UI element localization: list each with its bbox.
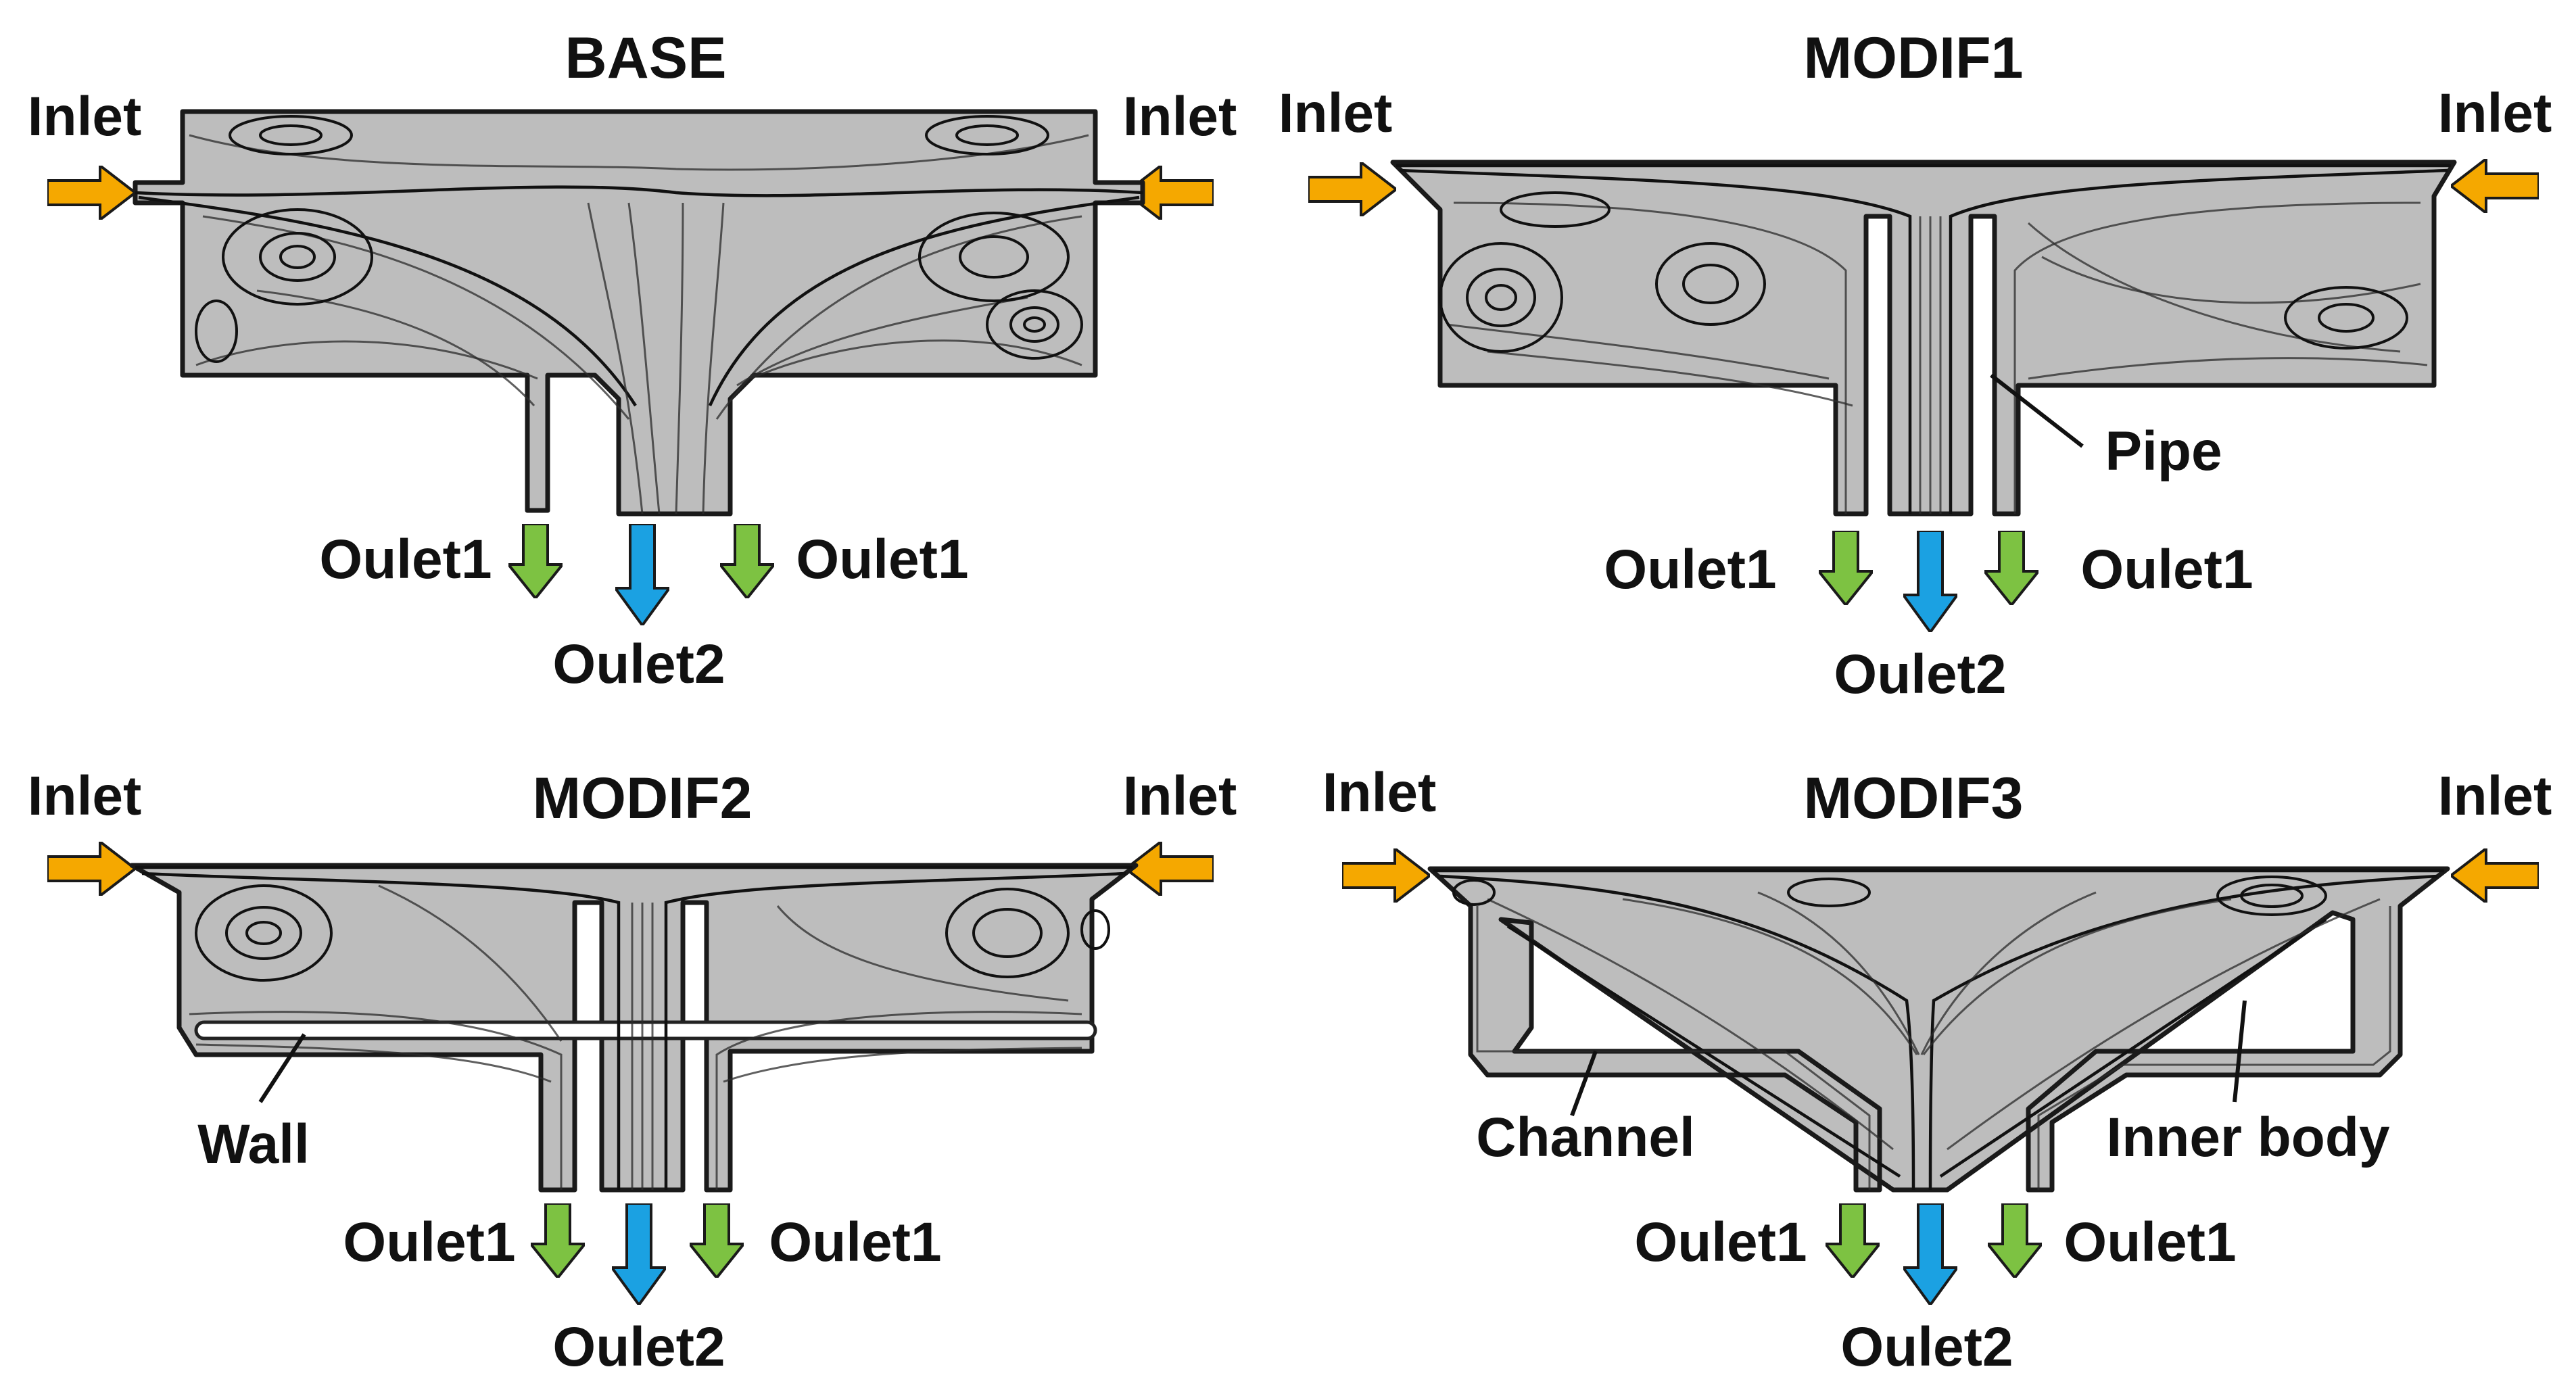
panel-title: MODIF2 (533, 766, 753, 831)
modif1-geometry (1390, 160, 2457, 517)
outlet2-arrow-icon (1903, 1203, 1957, 1305)
outlet1-arrow-right-icon (690, 1203, 744, 1278)
base-vortices (195, 115, 1083, 363)
outlet1-label-left: Oulet1 (1634, 1212, 1807, 1273)
channel-callout: Channel (1476, 1107, 1694, 1168)
outlet1-arrow-right-icon (720, 524, 774, 598)
inlet-label-right: Inlet (2438, 765, 2552, 827)
modif3-streamlines (1433, 869, 2444, 1191)
outlet2-label: Oulet2 (552, 633, 725, 695)
channel-leader-line (1570, 1050, 1598, 1117)
inlet-label-left: Inlet (1279, 82, 1393, 144)
outlet1-arrow-left-icon (508, 524, 563, 598)
inlet-label-left: Inlet (1322, 762, 1437, 823)
inlet-arrow-right-icon (1308, 162, 1396, 216)
panel-modif1: MODIF1 Inlet Inlet Pipe (1279, 26, 2552, 705)
outlet1-arrow-left-icon (531, 1203, 585, 1278)
outlet1-label-right: Oulet1 (2080, 539, 2253, 600)
inlet-arrow-right-icon (47, 842, 135, 896)
inner-body-callout: Inner body (2106, 1107, 2390, 1168)
panel-title: MODIF1 (1804, 26, 2024, 91)
wall-insert (194, 1020, 1097, 1040)
outlet2-label: Oulet2 (1840, 1316, 2013, 1378)
panel-title: BASE (565, 26, 727, 91)
outlet2-arrow-icon (612, 1203, 666, 1305)
panel-modif2: MODIF2 Inlet Inlet Wall Oulet1 (28, 765, 1237, 1378)
inner-body-leader-line (2233, 1000, 2247, 1103)
outlet2-label: Oulet2 (552, 1316, 725, 1378)
inlet-arrow-right-icon (1342, 848, 1430, 903)
wall-leader-line (258, 1033, 306, 1103)
inlet-label-right: Inlet (1123, 86, 1237, 147)
outlet1-arrow-right-icon (1988, 1203, 2042, 1278)
inlet-label-right: Inlet (2438, 82, 2552, 144)
inlet-arrow-left-icon (2451, 159, 2539, 213)
outlet1-label-right: Oulet1 (2064, 1212, 2236, 1273)
modif3-vortices (1452, 876, 2327, 916)
inlet-label-right: Inlet (1123, 765, 1237, 827)
panel-title: MODIF3 (1804, 766, 2024, 831)
modif3-geometry (1427, 866, 2450, 1193)
inlet-label-left: Inlet (28, 86, 142, 147)
inlet-arrow-right-icon (47, 166, 135, 220)
modif1-streamlines (1396, 164, 2451, 514)
outlet1-label-left: Oulet1 (1604, 539, 1776, 600)
base-geometry (133, 109, 1145, 517)
panel-base: BASE Inlet Inlet (28, 26, 1237, 695)
outlet1-arrow-right-icon (1984, 531, 2038, 605)
outlet1-arrow-left-icon (1826, 1203, 1880, 1278)
outlet2-label: Oulet2 (1834, 644, 2006, 705)
inlet-arrow-left-icon (1126, 842, 1214, 896)
inlet-label-left: Inlet (28, 765, 142, 827)
modif2-streamlines (135, 865, 1132, 1190)
inlet-arrow-left-icon (2451, 848, 2539, 903)
outlet1-label-right: Oulet1 (769, 1212, 941, 1273)
wall-callout: Wall (197, 1113, 310, 1175)
modif2-vortices (195, 884, 1110, 982)
pipe-callout: Pipe (2105, 421, 2222, 482)
outlet2-arrow-icon (1903, 531, 1957, 632)
outlet1-label-left: Oulet1 (319, 529, 492, 590)
outlet1-label-left: Oulet1 (343, 1212, 515, 1273)
panel-modif3: MODIF3 Inlet Inlet Channel (1322, 762, 2552, 1378)
outlet1-arrow-left-icon (1819, 531, 1873, 605)
outlet1-label-right: Oulet1 (796, 529, 968, 590)
outlet2-arrow-icon (615, 524, 669, 625)
modif1-vortices (1439, 191, 2408, 353)
pipe-leader-line (1990, 373, 2084, 448)
